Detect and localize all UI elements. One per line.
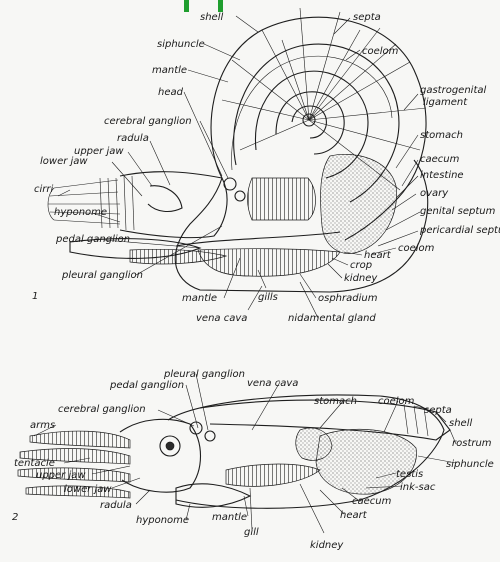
label-mantle-lower: mantle	[182, 293, 217, 304]
stomach-mass	[296, 428, 332, 460]
label-stomach: stomach	[314, 396, 357, 407]
head	[120, 419, 201, 492]
label-radula: radula	[117, 133, 149, 144]
label-pedal-ganglion: pedal ganglion	[109, 380, 184, 391]
label-rostrum: rostrum	[452, 438, 492, 449]
label-coelom: coelom	[362, 46, 399, 57]
label-cirri: cirri	[34, 184, 53, 195]
label-upper-jaw: upper jaw	[36, 470, 86, 481]
label-caecum: caecum	[352, 496, 392, 507]
label-siphuncle: siphuncle	[157, 39, 205, 50]
hyponome-funnel	[176, 484, 250, 507]
eye-pupil	[166, 442, 174, 450]
label-radula: radula	[100, 500, 132, 511]
label-pericardial-septum: pericardial septum	[419, 225, 500, 236]
label-hyponome: hyponome	[136, 515, 189, 526]
label-septa: septa	[353, 12, 381, 23]
label-shell: shell	[449, 418, 472, 429]
label-siphuncle: siphuncle	[446, 459, 494, 470]
label-gill: gill	[244, 527, 259, 538]
label-figure-number: 1	[32, 291, 38, 302]
label-caecum: caecum	[420, 154, 460, 165]
label-nidamental-gland: nidamental gland	[288, 313, 376, 324]
siphuncle-tube	[232, 56, 392, 170]
hatched-organ-block	[248, 178, 316, 220]
label-lower-jaw: lower jaw	[40, 156, 88, 167]
label-ink-sac: ink-sac	[400, 482, 436, 493]
label-vena-cava: vena cava	[196, 313, 247, 324]
label-crop: crop	[350, 260, 372, 271]
label-head: head	[158, 87, 184, 98]
mantle-outline	[176, 232, 340, 246]
label-gastrogenital-ligament: gastrogenital	[420, 85, 487, 96]
shell-coil-4	[276, 92, 344, 154]
label-tentacle: tentacle	[14, 458, 55, 469]
label-cerebral-ganglion: cerebral ganglion	[104, 116, 192, 127]
label-figure-number: 2	[12, 512, 18, 523]
label-mantle: mantle	[152, 65, 187, 76]
label-coelom-lower: coelom	[398, 243, 435, 254]
label-coelom: coelom	[378, 396, 415, 407]
ganglion	[224, 178, 236, 190]
label-hyponome: hyponome	[54, 207, 107, 218]
gill	[226, 464, 320, 486]
jaws	[148, 186, 182, 212]
label-mantle: mantle	[212, 512, 247, 523]
cerebral-ganglion	[190, 422, 202, 434]
crop-mark	[218, 0, 223, 12]
label-kidney: kidney	[344, 273, 378, 284]
label-genital-septum: genital septum	[420, 206, 496, 217]
label-ovary: ovary	[420, 188, 449, 199]
label-pleural-ganglion: pleural ganglion	[61, 270, 143, 281]
crop-mark	[184, 0, 189, 12]
label-shell: shell	[200, 12, 223, 23]
label-pedal-ganglion: pedal ganglion	[55, 234, 130, 245]
label-gastrogenital-ligament: ligament	[423, 97, 468, 108]
crop-marks	[184, 0, 223, 12]
label-gills: gills	[258, 292, 278, 303]
label-arms: arms	[30, 420, 55, 431]
pedal-ganglion	[205, 431, 215, 441]
label-kidney: kidney	[310, 540, 344, 551]
digestive-organs	[320, 154, 396, 253]
label-pleural-ganglion: pleural ganglion	[163, 369, 245, 380]
head-region	[120, 172, 227, 238]
label-osphradium: osphradium	[318, 293, 378, 304]
label-lower-jaw: lower jaw	[64, 484, 112, 495]
label-vena-cava: vena cava	[247, 378, 298, 389]
ganglion	[235, 191, 245, 201]
label-testis: testis	[396, 469, 423, 480]
arm-rings	[100, 176, 134, 230]
label-stomach: stomach	[420, 130, 463, 141]
label-septa: septa	[424, 405, 452, 416]
figure-1-labels: shell septa siphuncle coelom mantle head…	[32, 12, 500, 324]
label-cerebral-ganglion: cerebral ganglion	[58, 404, 146, 415]
arm	[30, 431, 130, 448]
gills	[198, 249, 340, 277]
label-intestine: intestine	[420, 170, 464, 181]
label-heart: heart	[340, 510, 368, 521]
